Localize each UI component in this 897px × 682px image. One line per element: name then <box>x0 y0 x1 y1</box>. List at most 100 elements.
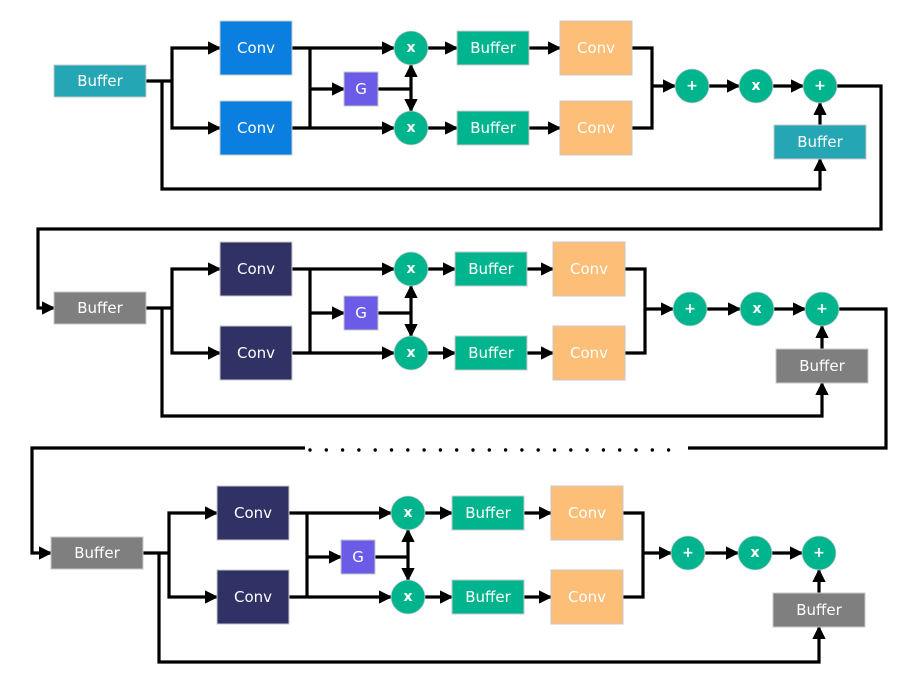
block-2-out-conv-bottom: Conv <box>552 325 626 381</box>
block-1-add-2-shape <box>802 68 838 104</box>
block-2-skip-buffer: Buffer <box>775 348 869 384</box>
block-1-out-conv-top-label: Conv <box>577 39 615 57</box>
block-1-skip-buffer-label: Buffer <box>797 133 843 151</box>
block-1-gate: G <box>343 71 379 107</box>
block-3-mul-out-shape <box>737 535 773 571</box>
block-2-out-conv-bottom-label: Conv <box>570 344 608 362</box>
block-3-conv-bottom-shape <box>216 569 290 625</box>
block-1-mul-bottom-label: x <box>406 120 415 136</box>
block-2-mul-top: x <box>393 251 429 287</box>
block-1-wire-skip <box>160 81 827 191</box>
block-3-buffer-top-label: Buffer <box>465 504 511 522</box>
block-2-wire-to-conv-top <box>170 262 222 308</box>
block-3-mul-bottom-shape <box>390 579 426 615</box>
block-1-conv-bottom: Conv <box>219 100 293 156</box>
block-3-mul-top: x <box>390 495 426 531</box>
block-2-add-2-shape <box>804 291 840 327</box>
block-1-buffer-top: Buffer <box>456 30 530 66</box>
block-2-gate: G <box>343 295 379 331</box>
block-3-conv-top-label: Conv <box>234 504 272 522</box>
block-3-buffer-bottom: Buffer <box>451 579 525 615</box>
block-2-out-conv-top-label: Conv <box>570 260 608 278</box>
block-1-gate-label: G <box>355 80 367 98</box>
block-3-gate: G <box>340 539 376 575</box>
ellipsis-dot <box>422 448 426 452</box>
block-1-mul-top-label: x <box>406 40 415 56</box>
block-2-buffer-bottom-label: Buffer <box>468 344 514 362</box>
block-2-wire-skip <box>160 308 829 418</box>
block-2-conv-bottom-label: Conv <box>237 344 275 362</box>
block-2-wire-from-ellipsis <box>30 446 305 560</box>
block-1-out-conv-bottom-shape <box>559 100 633 156</box>
block-3-add-2: + <box>801 535 837 571</box>
block-3-buffer-top: Buffer <box>451 495 525 531</box>
block-1-buffer-top-label: Buffer <box>470 39 516 57</box>
block-3-wire-skip <box>157 553 826 664</box>
block-2-add-2-label: + <box>816 301 828 317</box>
block-1-input-buffer: Buffer <box>53 64 147 98</box>
block-1-mul-top: x <box>393 30 429 66</box>
block-3-add-1: + <box>670 535 706 571</box>
ellipsis-dot <box>373 448 377 452</box>
block-1-input-buffer-label: Buffer <box>77 72 123 90</box>
ellipsis-dot <box>650 448 654 452</box>
ellipsis-dot <box>618 448 622 452</box>
block-1-wire-to-conv-top <box>170 41 222 81</box>
block-2-wire-to-ellipsis <box>688 307 888 450</box>
block-3-out-conv-top-shape <box>550 485 624 541</box>
ellipsis-dot <box>308 448 312 452</box>
block-3-conv-top-shape <box>216 485 290 541</box>
block-3-out-conv-bottom: Conv <box>550 569 624 625</box>
block-3-mul-out: x <box>737 535 773 571</box>
block-2-buffer-top-label: Buffer <box>468 260 514 278</box>
block-2-add-2: + <box>804 291 840 327</box>
block-3-out-conv-top: Conv <box>550 485 624 541</box>
block-1-buffer-bottom-label: Buffer <box>470 119 516 137</box>
block-2-conv-bottom: Conv <box>219 325 293 381</box>
block-2-mul-top-label: x <box>406 261 415 277</box>
block-2-conv-top: Conv <box>219 241 293 297</box>
block-2-skip-buffer-label: Buffer <box>799 357 845 375</box>
block-2-mul-out-shape <box>739 291 775 327</box>
ellipsis-dot <box>438 448 443 452</box>
block-2-buffer-bottom-shape <box>454 335 528 371</box>
block-3-wire-to-conv-bottom <box>167 553 219 604</box>
block-3-out-conv-top-label: Conv <box>568 504 606 522</box>
block-2-out-conv-bottom-shape <box>552 325 626 381</box>
connection-wires <box>30 41 888 664</box>
ellipsis-dot <box>455 448 459 452</box>
block-1-add-2-label: + <box>814 78 826 94</box>
block-2-conv-bottom-shape <box>219 325 293 381</box>
block-1-add-1-shape <box>674 68 710 104</box>
block-3-wire-to-conv-top <box>167 506 219 553</box>
block-1-mul-out: x <box>738 68 774 104</box>
ellipsis-dot <box>406 448 410 452</box>
block-2-buffer-top-shape <box>454 251 528 287</box>
block-1-mul-bottom: x <box>393 110 429 146</box>
diagram-nodes: BufferConvConvGxxBufferBufferConvConv+x+… <box>50 20 869 628</box>
block-1-wire-merge <box>632 46 654 130</box>
block-3-add-1-label: + <box>682 545 694 561</box>
block-1-add-2: + <box>802 68 838 104</box>
block-1-wire-to-next <box>36 84 883 315</box>
block-2-conv-top-shape <box>219 241 293 297</box>
block-2-buffer-bottom: Buffer <box>454 335 528 371</box>
block-2-wire-merge <box>625 267 647 355</box>
block-1-wire-to-conv-bottom <box>170 81 222 135</box>
block-1-mul-out-shape <box>738 68 774 104</box>
block-2-input-buffer-label: Buffer <box>77 299 123 317</box>
block-3-skip-buffer: Buffer <box>772 592 866 628</box>
block-1-skip-buffer-shape <box>773 124 867 160</box>
ellipsis-dot <box>389 448 394 452</box>
block-3-out-conv-bottom-label: Conv <box>568 588 606 606</box>
block-2-input-buffer-shape <box>53 291 147 325</box>
block-3-input-buffer-label: Buffer <box>74 544 120 562</box>
block-2-conv-top-label: Conv <box>237 260 275 278</box>
block-3-mul-bottom-label: x <box>403 589 412 605</box>
block-1-conv-bottom-label: Conv <box>237 119 275 137</box>
block-2-mul-bottom-shape <box>393 335 429 371</box>
ellipsis-dot <box>487 448 491 452</box>
block-1-gate-shape <box>343 71 379 107</box>
block-3-buffer-bottom-shape <box>451 579 525 615</box>
